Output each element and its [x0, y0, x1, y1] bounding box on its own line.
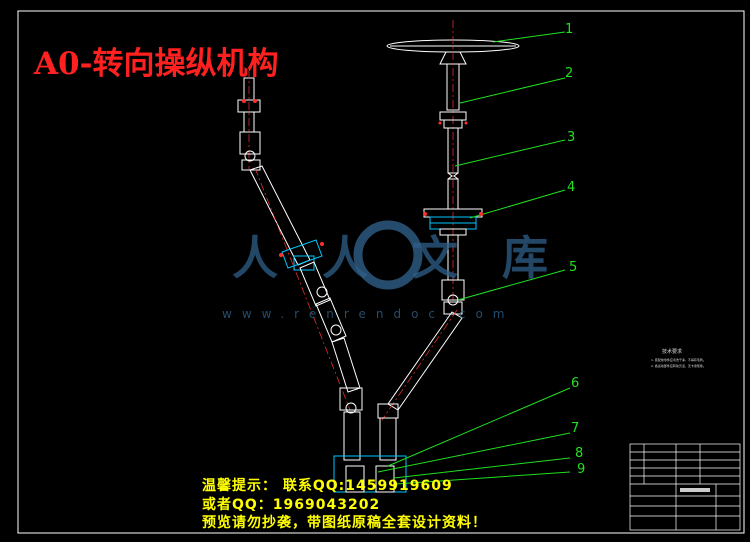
drawing-frame	[17, 10, 745, 534]
title-block	[629, 443, 741, 531]
callout-8: 8	[575, 446, 584, 461]
callout-leaders	[377, 31, 571, 485]
callout-2: 2	[565, 66, 574, 81]
base-housing	[333, 455, 407, 493]
reference-markers	[242, 99, 483, 257]
tech-note-line: 2. 各运动部件应转动灵活，无卡滞现象。	[651, 364, 706, 368]
tech-note-line: 1. 装配前零件应清洗干净，不得有毛刺。	[651, 358, 706, 362]
watermark-url: www.renrendoc.com	[222, 307, 515, 321]
callout-5: 5	[569, 260, 578, 275]
drawing-title: A0-转向操纵机构	[34, 46, 279, 82]
callout-9: 9	[577, 462, 586, 477]
watermark-logo	[353, 220, 423, 290]
callout-1: 1	[565, 22, 574, 37]
left-steering-column	[237, 70, 363, 461]
tech-notes-title: 技术要求	[662, 349, 683, 355]
right-intermediate-shaft	[377, 309, 463, 461]
callout-3: 3	[567, 130, 576, 145]
notice-warning: 预览请勿抄袭，带图纸原稿全套设计资料！	[202, 515, 487, 531]
notice-contact-alt: 或者QQ：1969043202	[202, 497, 381, 513]
callout-6: 6	[571, 376, 580, 391]
callout-7: 7	[571, 421, 580, 436]
notice-contact: 温馨提示： 联系QQ:1459919609	[202, 478, 453, 494]
watermark-brand: 人人文库	[232, 231, 592, 285]
callout-4: 4	[567, 180, 576, 195]
title-block-fill	[680, 488, 710, 492]
